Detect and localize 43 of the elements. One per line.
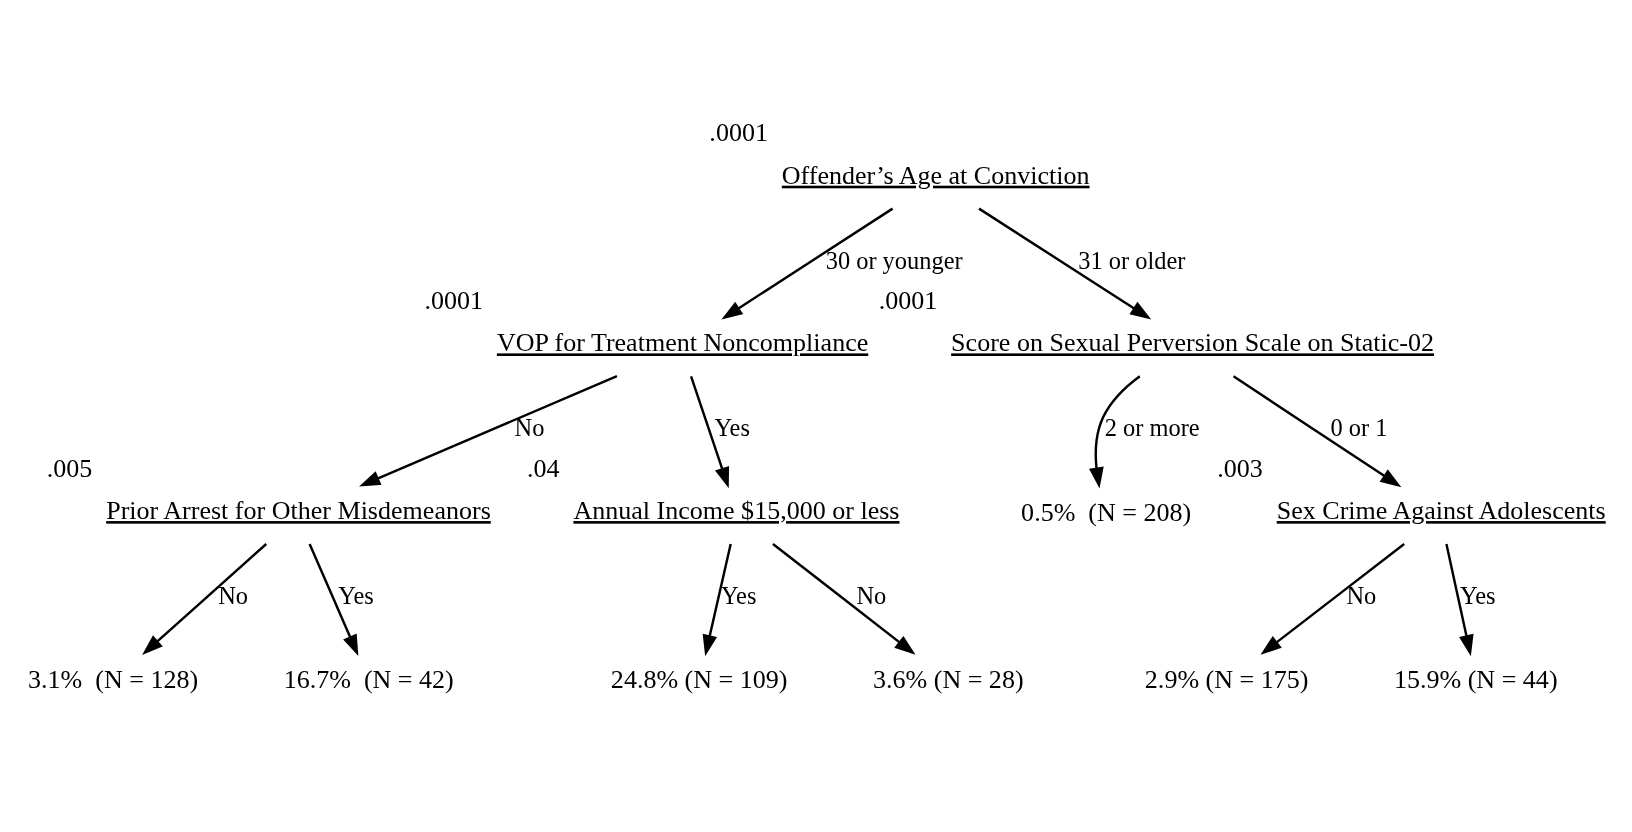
node-text: 3.1% (N = 128) (28, 665, 199, 695)
arrow (772, 543, 916, 655)
node-label: .04 (527, 453, 560, 483)
edge-label: 2 or more (1104, 414, 1200, 442)
node-text: 24.8% (N = 109) (610, 665, 788, 695)
edge-label: No (1346, 582, 1377, 610)
edge-label: No (218, 582, 249, 610)
arrow (308, 543, 359, 656)
node-label: .0001 (878, 286, 938, 316)
edge-label: Yes (338, 582, 374, 610)
arrow (689, 375, 730, 489)
node-label: .0001 (424, 286, 484, 316)
node-text: Annual Income $15,000 or less (573, 496, 900, 526)
node-text: Sex Crime Against Adolescents (1276, 496, 1606, 526)
arrow (1089, 375, 1141, 489)
node-label: .0001 (709, 118, 768, 148)
arrow (1445, 543, 1474, 657)
edge-label: 30 or younger (825, 246, 963, 274)
node-text: 3.6% (N = 28) (872, 665, 1024, 695)
node-label: .003 (1217, 453, 1263, 483)
edge-label: Yes (1460, 582, 1496, 610)
node-label: .005 (46, 453, 93, 483)
arrow (702, 543, 732, 657)
arrow (1232, 375, 1402, 488)
node-text: VOP for Treatment Noncompliance (496, 328, 869, 358)
node-text: 0.5% (N = 208) (1021, 497, 1192, 527)
edge-label: Yes (714, 414, 750, 442)
arrow (978, 207, 1152, 320)
edge-label: 0 or 1 (1330, 414, 1388, 442)
arrow (721, 207, 894, 320)
node-text: Prior Arrest for Other Misdemeanors (106, 496, 491, 526)
node-text: 2.9% (N = 175) (1144, 665, 1309, 695)
arrow (142, 543, 268, 655)
node-text: 15.9% (N = 44) (1393, 665, 1558, 695)
node-text: 16.7% (N = 42) (283, 665, 454, 695)
arrow (1260, 543, 1405, 655)
edge-label: No (856, 582, 887, 610)
edge-label: Yes (720, 582, 757, 610)
node-text: Score on Sexual Perversion Scale on Static-02 (951, 328, 1435, 358)
arrow (359, 375, 618, 487)
node-text: Offender’s Age at Conviction (781, 160, 1090, 190)
edge-label: No (514, 414, 545, 442)
edge-label: 31 or older (1078, 246, 1186, 274)
